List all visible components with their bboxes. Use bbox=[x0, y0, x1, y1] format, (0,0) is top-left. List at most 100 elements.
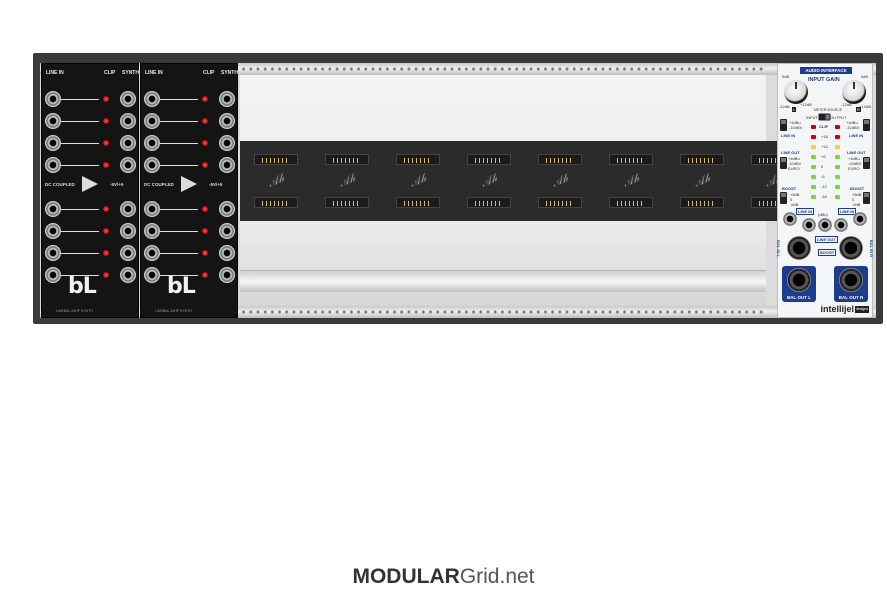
meter-scale-label: -12 bbox=[821, 184, 827, 189]
module-footer: LINEBAL 24HP SYNTH bbox=[155, 309, 192, 313]
signal-line bbox=[61, 121, 99, 122]
left-in-opt-1: +4dBu bbox=[789, 120, 801, 125]
header-line-in: LINE IN bbox=[46, 70, 64, 76]
synth-jack[interactable] bbox=[120, 91, 136, 107]
right-boost-switch[interactable] bbox=[863, 192, 870, 204]
right-in-opt-2: -10dBV bbox=[846, 125, 860, 130]
line-in-jack[interactable] bbox=[144, 113, 160, 129]
synth-jack[interactable] bbox=[219, 267, 235, 283]
right-line-in-box: LINE IN bbox=[838, 208, 857, 215]
right-out-level-switch[interactable] bbox=[863, 157, 870, 169]
bottom-rail bbox=[40, 306, 876, 318]
left-out-opt-1: +4dBu bbox=[788, 156, 800, 161]
bal-out-l-label: BAL OUT L bbox=[787, 295, 811, 300]
synth-jack[interactable] bbox=[219, 223, 235, 239]
meter-scale-label: -18 bbox=[821, 194, 827, 199]
line-in-jack[interactable] bbox=[45, 223, 61, 239]
synth-jack[interactable] bbox=[219, 157, 235, 173]
meter-output-label: OUTPUT bbox=[830, 115, 847, 120]
line-in-jack[interactable] bbox=[144, 135, 160, 151]
right-clip-led bbox=[835, 125, 840, 129]
synth-jack[interactable] bbox=[120, 135, 136, 151]
right-boost-label: BOOST bbox=[850, 186, 865, 191]
bus-connector: 𝒜𝒽 bbox=[250, 146, 302, 216]
bl-logo: bL bbox=[68, 274, 97, 299]
left-input-gain-knob[interactable] bbox=[784, 80, 808, 104]
line-in-jack[interactable] bbox=[45, 157, 61, 173]
line-in-jack[interactable] bbox=[45, 91, 61, 107]
bal-out-l-jack[interactable] bbox=[787, 268, 811, 292]
right-line-in-jack[interactable] bbox=[853, 212, 867, 226]
bus-logo: 𝒜𝒽 bbox=[407, 171, 429, 190]
synth-jack[interactable] bbox=[219, 135, 235, 151]
line-out-jack-1[interactable] bbox=[818, 218, 832, 232]
meter-unit: (dBu) bbox=[818, 212, 828, 217]
header-line-in: LINE IN bbox=[145, 70, 163, 76]
bus-connector: 𝒜𝒽 bbox=[605, 146, 657, 216]
site-name-bold: MODULAR bbox=[352, 565, 460, 588]
line-in-jack[interactable] bbox=[45, 113, 61, 129]
meter-source-switch[interactable] bbox=[818, 113, 831, 121]
synth-jack[interactable] bbox=[120, 223, 136, 239]
line-in-jack[interactable] bbox=[144, 267, 160, 283]
line-in-jack[interactable] bbox=[45, 267, 61, 283]
left-line-in-label: LINE IN bbox=[781, 133, 796, 138]
clip-led bbox=[202, 228, 208, 234]
r-tag: R bbox=[856, 107, 861, 112]
intellijel-audio-interface[interactable]: AUDIO INTERFACE 0dB INPUT GAIN 0dB -12dB… bbox=[776, 63, 874, 318]
synth-jack[interactable] bbox=[120, 157, 136, 173]
left-boost-opt-2: 0 bbox=[790, 197, 793, 202]
right-in-opt-1: +4dBu bbox=[846, 120, 858, 125]
right-out-opt-1: +4dBu bbox=[848, 156, 860, 161]
right-meter-led bbox=[835, 145, 840, 149]
right-line-in-jack-2[interactable] bbox=[834, 218, 848, 232]
right-knob-min-label: 0dB bbox=[860, 74, 868, 79]
bal-in-r-jack[interactable] bbox=[839, 236, 863, 260]
synth-jack[interactable] bbox=[219, 245, 235, 261]
bus-connector: 𝒜𝒽 bbox=[392, 146, 444, 216]
right-gain-max: +12dB bbox=[859, 104, 871, 109]
dc-coupled-label: DC COUPLED bbox=[45, 182, 75, 187]
synth-jack[interactable] bbox=[120, 201, 136, 217]
left-line-in-jack[interactable] bbox=[783, 212, 797, 226]
right-out-opt-2: -10dBV bbox=[848, 161, 862, 166]
synth-jack[interactable] bbox=[219, 201, 235, 217]
right-line-in-label: LINE IN bbox=[849, 133, 864, 138]
left-boost-switch[interactable] bbox=[780, 192, 787, 204]
left-line-in-jack-2[interactable] bbox=[802, 218, 816, 232]
dc-coupled-label: DC COUPLED bbox=[144, 182, 174, 187]
line-in-jack[interactable] bbox=[144, 201, 160, 217]
synth-jack[interactable] bbox=[219, 91, 235, 107]
synth-jack[interactable] bbox=[120, 113, 136, 129]
line-in-jack[interactable] bbox=[144, 223, 160, 239]
synth-jack[interactable] bbox=[120, 267, 136, 283]
line-in-jack[interactable] bbox=[45, 245, 61, 261]
right-input-gain-knob[interactable] bbox=[842, 80, 866, 104]
left-out-level-switch[interactable] bbox=[780, 157, 787, 169]
modulargrid-watermark[interactable]: MODULARGrid.net bbox=[0, 565, 887, 589]
synth-jack[interactable] bbox=[120, 245, 136, 261]
left-meter-led bbox=[811, 165, 816, 169]
clip-led bbox=[103, 140, 109, 146]
left-in-level-switch[interactable] bbox=[780, 119, 787, 131]
line-in-jack[interactable] bbox=[144, 157, 160, 173]
clip-led bbox=[103, 272, 109, 278]
right-in-level-switch[interactable] bbox=[863, 119, 870, 131]
line-in-jack[interactable] bbox=[144, 245, 160, 261]
boost-box: BOOST bbox=[818, 249, 837, 256]
bal-in-l-jack[interactable] bbox=[787, 236, 811, 260]
clip-led bbox=[202, 96, 208, 102]
signal-line bbox=[160, 165, 198, 166]
bal-out-r-jack[interactable] bbox=[839, 268, 863, 292]
synth-jack[interactable] bbox=[219, 113, 235, 129]
bal-out-l-box: BAL OUT L bbox=[782, 266, 816, 302]
line-in-jack[interactable] bbox=[144, 91, 160, 107]
line-in-jack[interactable] bbox=[45, 135, 61, 151]
line-in-jack[interactable] bbox=[45, 201, 61, 217]
bal-out-r-box: BAL OUT R bbox=[834, 266, 868, 302]
left-boost-opt-3: -6dB bbox=[790, 202, 799, 207]
